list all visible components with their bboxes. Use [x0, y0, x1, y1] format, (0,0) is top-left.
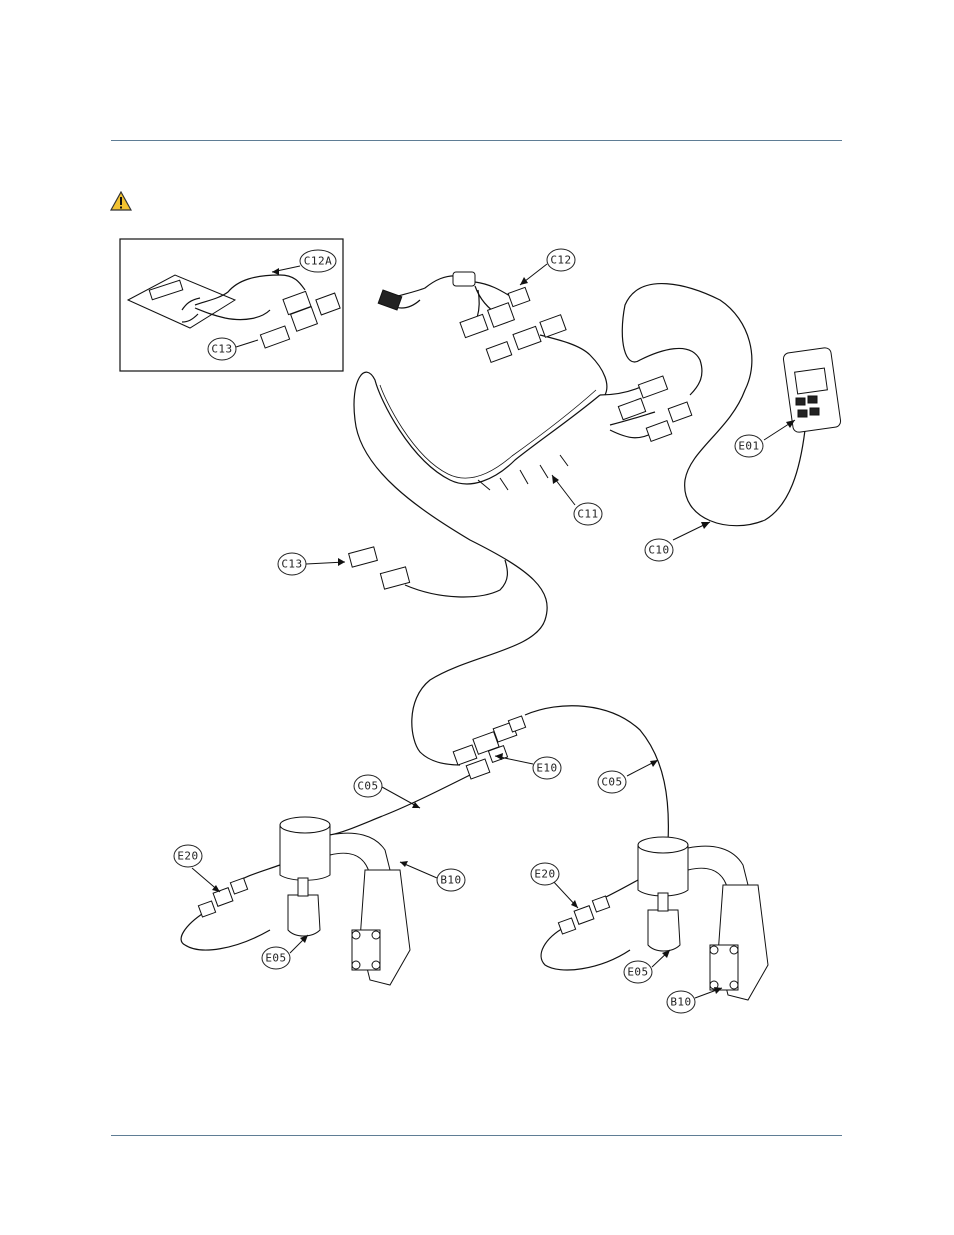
callout-b10-right-label: B10 — [670, 996, 691, 1009]
right-sensor-assembly — [558, 837, 768, 1000]
callout-e20-right-label: E20 — [534, 868, 555, 881]
callout-c11: C11 — [574, 503, 602, 525]
callout-e01-label: E01 — [738, 440, 759, 453]
callout-b10-right: B10 — [667, 991, 695, 1013]
callout-e05-left: E05 — [262, 947, 290, 969]
callout-e05-right-label: E05 — [627, 966, 648, 979]
callout-c05-right-label: C05 — [601, 776, 622, 789]
callout-b10-left: B10 — [437, 869, 465, 891]
callout-e10: E10 — [533, 757, 561, 779]
callout-c12-label: C12 — [550, 254, 571, 267]
callout-e10-label: E10 — [536, 762, 557, 775]
callout-c12: C12 — [547, 249, 575, 271]
callout-c05-left: C05 — [354, 775, 382, 797]
callout-leaders — [192, 264, 795, 998]
callout-b10-left-label: B10 — [440, 874, 461, 887]
callout-c12a-label: C12A — [304, 255, 333, 268]
callout-e05-right: E05 — [624, 961, 652, 983]
callout-c10: C10 — [645, 539, 673, 561]
callout-c05-right: C05 — [598, 771, 626, 793]
callout-e20-left-label: E20 — [177, 850, 198, 863]
callout-c12a: C12A — [300, 250, 336, 272]
callout-c13-label: C13 — [281, 558, 302, 571]
callout-e20-left: E20 — [174, 845, 202, 867]
callout-c13: C13 — [278, 553, 306, 575]
callout-e20-right: E20 — [531, 863, 559, 885]
e01-controller — [783, 347, 842, 433]
callout-c10-label: C10 — [648, 544, 669, 557]
callout-c05-left-label: C05 — [357, 780, 378, 793]
callout-inset-c13: C13 — [208, 338, 236, 360]
callout-c11-label: C11 — [577, 508, 598, 521]
callout-e05-left-label: E05 — [265, 952, 286, 965]
callout-inset-c13-label: C13 — [211, 343, 232, 356]
e10-junction — [453, 716, 525, 779]
callout-e01: E01 — [735, 435, 763, 457]
left-sensor-assembly — [198, 817, 410, 985]
